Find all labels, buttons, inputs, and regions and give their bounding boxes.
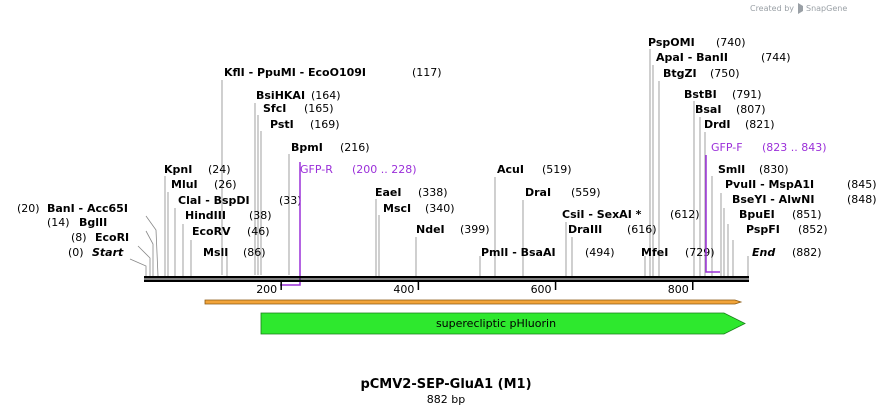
site-leader-lines <box>129 49 749 277</box>
site-pos-pvuii: (845) <box>847 178 877 191</box>
site-smli[interactable]: SmlI <box>718 163 745 176</box>
site-mfei[interactable]: MfeI <box>641 246 668 259</box>
site-pos-pmli: (494) <box>585 246 615 259</box>
site-btgzi[interactable]: BtgZI <box>663 67 697 80</box>
site-pos-ndei: (399) <box>460 223 490 236</box>
tick-label-200: 200 <box>256 283 277 296</box>
primer-gfp-r-label: GFP-R <box>300 163 333 176</box>
site-pos-end: (882) <box>792 246 822 259</box>
site-pos-kfli: (117) <box>412 66 442 79</box>
feature-superecliptic-phluorin[interactable]: superecliptic pHluorin <box>260 312 746 335</box>
site-pos-start: (0) <box>68 246 84 259</box>
site-pos-bpmi: (216) <box>340 141 370 154</box>
site-drai[interactable]: DraI <box>525 186 551 199</box>
site-pos-msli: (86) <box>243 246 266 259</box>
site-pos-smli: (830) <box>759 163 789 176</box>
site-bglii[interactable]: BglII <box>79 216 107 229</box>
site-pos-eaei: (338) <box>418 186 448 199</box>
site-csii-sexai[interactable]: CsiI - SexAI * <box>562 208 642 221</box>
site-pos-bani: (20) <box>17 202 40 215</box>
restriction-sites: KflI - PpuMI - EcoO109I (117) BsiHKAI (1… <box>17 36 877 259</box>
site-hindiii[interactable]: HindIII <box>185 209 226 222</box>
site-pos-bsihkai: (164) <box>311 89 341 102</box>
snapgene-logo: SnapGene <box>798 3 847 14</box>
site-eaei[interactable]: EaeI <box>375 186 402 199</box>
orf-arrow[interactable] <box>204 299 743 305</box>
site-start[interactable]: Start <box>92 246 124 259</box>
sequence-backbone <box>144 276 749 282</box>
primer-gfp-f-range: (823 .. 843) <box>762 141 827 154</box>
site-mlui[interactable]: MluI <box>171 178 198 191</box>
site-bsai[interactable]: BsaI <box>695 103 721 116</box>
tick-label-800: 800 <box>668 283 689 296</box>
site-pos-btgzi: (750) <box>710 67 740 80</box>
site-pvuii-mspa1i[interactable]: PvuII - MspA1I <box>725 178 814 191</box>
tick-label-600: 600 <box>531 283 552 296</box>
site-pos-mlui: (26) <box>214 178 237 191</box>
site-pos-drdi: (821) <box>745 118 775 131</box>
site-pos-apai: (744) <box>761 51 791 64</box>
site-pos-bglii: (14) <box>47 216 70 229</box>
primer-gfp-r[interactable]: GFP-R (200 .. 228) <box>280 162 417 286</box>
site-sfci[interactable]: SfcI <box>263 102 286 115</box>
site-pos-draiii: (616) <box>627 223 657 236</box>
site-ecori[interactable]: EcoRI <box>95 231 129 244</box>
primer-gfp-r-range: (200 .. 228) <box>352 163 417 176</box>
site-pos-bstbi: (791) <box>732 88 762 101</box>
site-pos-pspfi: (852) <box>798 223 828 236</box>
site-pos-msci: (340) <box>425 202 455 215</box>
site-pos-csii: (612) <box>670 208 700 221</box>
site-pos-ecorv: (46) <box>247 225 270 238</box>
site-pos-bsai: (807) <box>736 103 766 116</box>
site-bpmi[interactable]: BpmI <box>291 141 323 154</box>
site-apai-banii[interactable]: ApaI - BanII <box>656 51 728 64</box>
site-end[interactable]: End <box>752 246 775 259</box>
snapgene-brand: SnapGene <box>806 4 847 13</box>
site-kpni[interactable]: KpnI <box>164 163 192 176</box>
credit-text: Created by <box>750 4 794 13</box>
site-pspfi[interactable]: PspFI <box>746 223 780 236</box>
site-pos-psti: (169) <box>310 118 340 131</box>
site-bsihkai[interactable]: BsiHKAI <box>256 89 305 102</box>
site-bseyi-alwni[interactable]: BseYI - AlwNI <box>732 193 814 206</box>
construct-length: 882 bp <box>427 393 465 406</box>
site-bstbi[interactable]: BstBI <box>684 88 717 101</box>
site-psti[interactable]: PstI <box>270 118 294 131</box>
site-pos-hindiii: (38) <box>249 209 272 222</box>
site-pos-bseyi: (848) <box>847 193 877 206</box>
site-pos-mfei: (729) <box>685 246 715 259</box>
site-msli[interactable]: MslI <box>203 246 228 259</box>
site-kfli-ppumi-ecoo109i[interactable]: KflI - PpuMI - EcoO109I <box>224 66 366 79</box>
site-msci[interactable]: MscI <box>383 202 411 215</box>
site-pos-clai: (33) <box>279 194 302 207</box>
primer-gfp-f[interactable]: GFP-F (823 .. 843) <box>705 141 827 273</box>
site-acui[interactable]: AcuI <box>497 163 524 176</box>
site-pmli-bsaai[interactable]: PmlI - BsaAI <box>481 246 556 259</box>
primer-gfp-f-label: GFP-F <box>711 141 743 154</box>
site-pos-pspomi: (740) <box>716 36 746 49</box>
site-pos-kpni: (24) <box>208 163 231 176</box>
site-ecorv[interactable]: EcoRV <box>192 225 231 238</box>
site-ndei[interactable]: NdeI <box>416 223 445 236</box>
site-pos-drai: (559) <box>571 186 601 199</box>
site-clai-bspdi[interactable]: ClaI - BspDI <box>178 194 250 207</box>
axis-ticks: 200 400 600 800 <box>256 282 694 296</box>
tick-label-400: 400 <box>393 283 414 296</box>
site-drdi[interactable]: DrdI <box>704 118 731 131</box>
construct-title: pCMV2-SEP-GluA1 (M1) <box>360 377 531 392</box>
site-pos-ecori: (8) <box>71 231 87 244</box>
site-draiii[interactable]: DraIII <box>568 223 602 236</box>
site-pos-bpuei: (851) <box>792 208 822 221</box>
site-bani-acc65i[interactable]: BanI - Acc65I <box>47 202 128 215</box>
feature-label: superecliptic pHluorin <box>436 317 556 330</box>
site-bpuei[interactable]: BpuEI <box>739 208 775 221</box>
site-pspomi[interactable]: PspOMI <box>648 36 695 49</box>
site-pos-sfci: (165) <box>304 102 334 115</box>
site-pos-acui: (519) <box>542 163 572 176</box>
